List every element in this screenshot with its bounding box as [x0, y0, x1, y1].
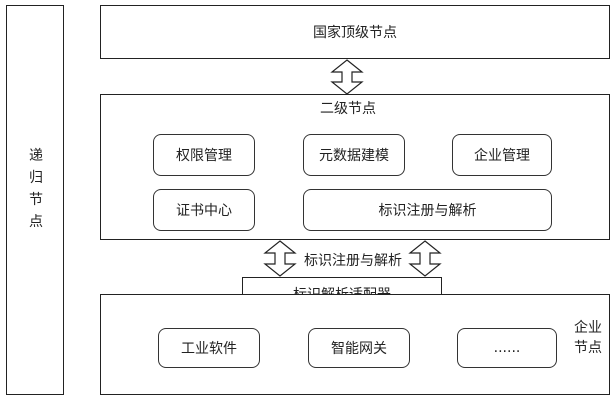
left-registration-double-arrow	[263, 240, 297, 277]
recursive-node-char: 节	[29, 192, 43, 208]
recursive-node-label: 递 归 节 点	[26, 145, 46, 233]
enterprise-node-label-line: 节点	[574, 340, 602, 356]
registration-resolution-module: 标识注册与解析	[303, 189, 552, 231]
more-items-placeholder: ......	[457, 328, 557, 368]
enterprise-node-label-line: 企业	[574, 320, 602, 336]
national-secondary-double-arrow	[330, 59, 364, 95]
permission-mgmt-module: 权限管理	[153, 134, 255, 176]
registration-resolution-label: 标识注册与解析	[378, 203, 477, 219]
national-top-node: 国家顶级节点	[100, 5, 610, 59]
recursive-node-char: 归	[29, 170, 43, 186]
smart-gateway-label: 智能网关	[331, 341, 387, 357]
metadata-modeling-module: 元数据建模	[303, 134, 405, 176]
cert-center-label: 证书中心	[176, 203, 232, 219]
permission-mgmt-label: 权限管理	[176, 148, 232, 164]
industrial-software-item: 工业软件	[158, 328, 260, 368]
enterprise-mgmt-module: 企业管理	[452, 134, 552, 176]
national-top-node-label: 国家顶级节点	[313, 25, 397, 41]
recursive-node-box	[6, 5, 64, 395]
recursive-node-char: 点	[29, 214, 43, 230]
right-registration-double-arrow	[408, 240, 442, 277]
more-items-label: ......	[493, 340, 521, 356]
industrial-software-label: 工业软件	[181, 341, 237, 357]
middle-link-label: 标识注册与解析	[304, 253, 402, 269]
enterprise-node-label: 企业 节点	[574, 318, 602, 358]
metadata-modeling-label: 元数据建模	[319, 148, 389, 164]
cert-center-module: 证书中心	[153, 189, 255, 231]
recursive-node-char: 递	[29, 148, 43, 164]
enterprise-mgmt-label: 企业管理	[474, 148, 530, 164]
secondary-node-label: 二级节点	[320, 101, 376, 117]
smart-gateway-item: 智能网关	[308, 328, 410, 368]
